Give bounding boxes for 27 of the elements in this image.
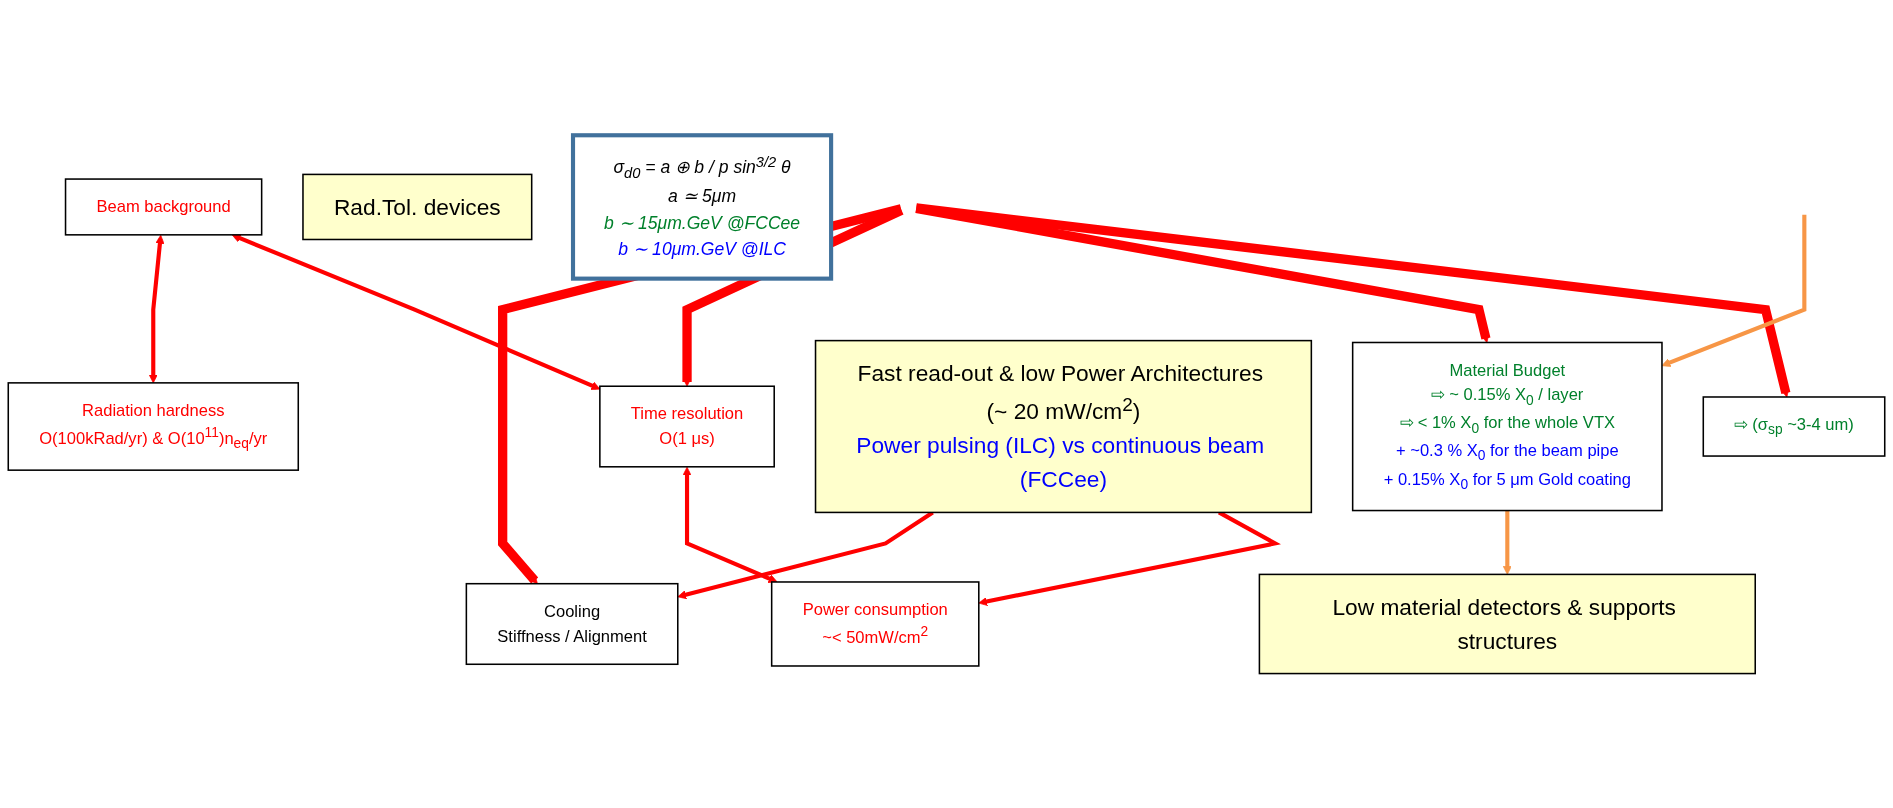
formula-text: σ$_{d0}$ = a ⊕ b / p sin$^{3/2}$ θ	[613, 157, 791, 177]
box-text: Stiffness / Alignment	[497, 626, 647, 645]
arrow	[1661, 214, 1807, 367]
box-text: O(1 μs)	[659, 429, 715, 447]
box-text: + ~0.3 % X$_{0}$ for the beam pipe	[1396, 441, 1619, 460]
box-text: Low material detectors & supports structures	[1332, 593, 1677, 654]
box-text: Cooling	[544, 601, 601, 620]
box-text: + 0.15% X$_{0}$ for 5 μm Gold coating	[1383, 469, 1631, 488]
box-text: Rad.Tol. devices	[333, 193, 501, 220]
arrow	[915, 202, 1791, 397]
arrow	[148, 234, 165, 383]
box-text: Beam background	[96, 197, 231, 215]
box-text: Power consumption	[802, 600, 948, 618]
arrow	[1502, 510, 1512, 575]
formula-text: b ∼ 15μm.GeV @FCCee	[604, 213, 801, 233]
box-text: Radiation hardness	[82, 401, 225, 419]
box-text: Material Budget	[1449, 360, 1566, 379]
box-text: ⇨ < 1% X$_{0}$ for the whole VTX	[1399, 413, 1615, 432]
box-text: ⇨ ~ 0.15% X$_{0}$ / layer	[1431, 385, 1584, 403]
box-text: ~< 50mW/cm$^{2}$	[822, 628, 929, 646]
box-text: Power pulsing (ILC) vs continuous beam (FCCee)	[856, 432, 1266, 493]
box-text: Fast read-out & low Power Architectures (~ 20 mW/cm$^{2}$)	[857, 359, 1264, 425]
formula-text: b ∼ 10μm.GeV @ILC	[618, 239, 786, 260]
arrow	[915, 203, 1491, 343]
arrow	[682, 466, 778, 583]
formula-text: a ≃ 5μm	[668, 186, 737, 207]
box-text: Time resolution	[630, 404, 744, 422]
